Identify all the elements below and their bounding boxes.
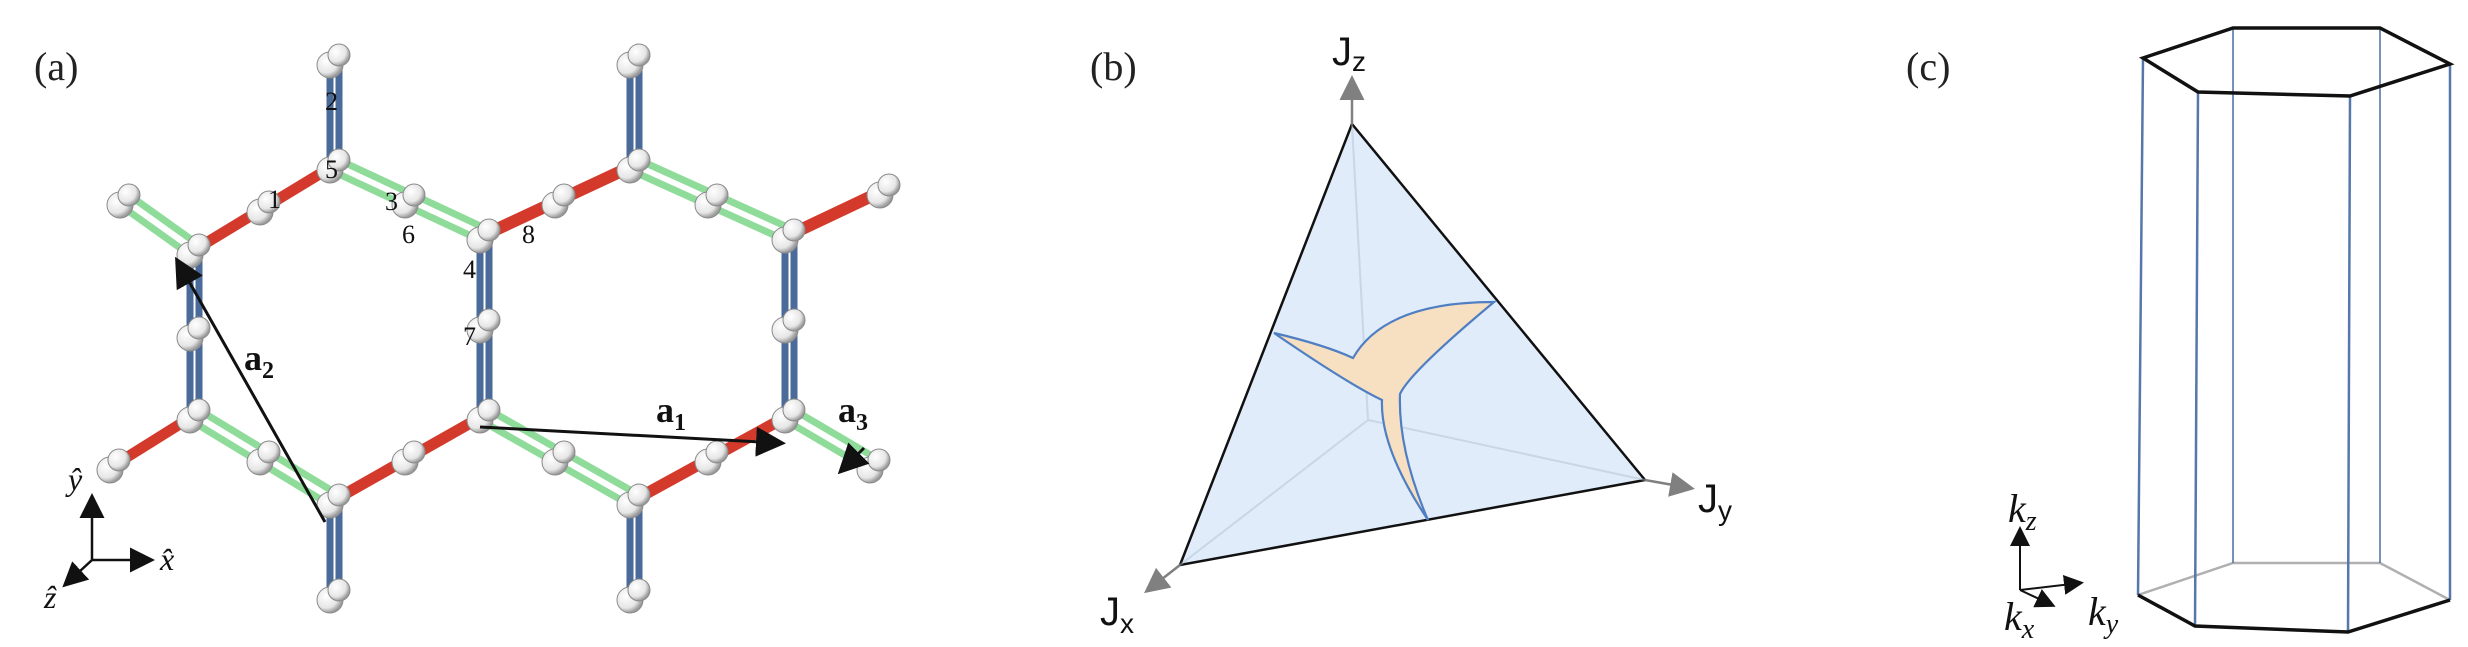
lattice-site	[477, 398, 501, 422]
site-number-7: 7	[463, 322, 476, 351]
vector-a3-arrow	[837, 442, 870, 475]
lattice-site	[782, 398, 806, 422]
panel-b-label: (b)	[1090, 44, 1137, 89]
ky-axis-label: ky	[2088, 589, 2119, 640]
lattice-atoms	[96, 43, 901, 614]
lattice-site	[782, 218, 806, 242]
lattice-site	[402, 440, 426, 464]
jy-axis-label: Jy	[1698, 477, 1732, 526]
vector-a1-arrow	[479, 425, 786, 457]
lattice-site	[477, 218, 501, 242]
jx-axis-arrow	[1144, 564, 1181, 594]
site-number-5: 5	[325, 155, 338, 184]
lattice-site	[867, 448, 891, 472]
lattice-site	[705, 440, 729, 464]
site-number-8: 8	[522, 220, 535, 249]
jx-axis-label: Jx	[1100, 590, 1134, 639]
kx-axis-label: kx	[2004, 594, 2035, 645]
lattice-site	[627, 578, 651, 602]
lattice-site	[187, 316, 211, 340]
jz-axis-label: Jz	[1332, 30, 1366, 77]
site-number-4: 4	[463, 255, 476, 284]
panel-a-label: (a)	[34, 44, 78, 89]
lattice-site	[257, 440, 281, 464]
lattice-site	[552, 183, 576, 207]
lattice-site	[327, 43, 351, 67]
prism-bottom-front-edges	[2137, 593, 2451, 634]
lattice-site	[257, 190, 281, 214]
prism-front-edges	[2136, 57, 2452, 633]
y-bond	[125, 191, 203, 249]
z-axis-arrow	[62, 559, 93, 588]
momentum-axes: kz ky kx	[2004, 486, 2119, 645]
ky-axis-arrow	[2019, 574, 2084, 595]
prism-hidden-edges	[2137, 28, 2451, 602]
panel-b: (b) Jz Jy Jx	[1090, 30, 1732, 639]
kx-axis-arrow	[2019, 589, 2056, 608]
prism-top-hexagon	[2138, 26, 2455, 98]
lattice-site	[552, 440, 576, 464]
lattice-site	[187, 233, 211, 257]
lattice-site	[877, 173, 901, 197]
lattice-site	[705, 183, 729, 207]
site-number-2: 2	[325, 87, 338, 116]
lattice-site	[782, 308, 806, 332]
lattice-site	[117, 183, 141, 207]
x-axis-label: x̂	[159, 541, 174, 577]
site-number-1: 1	[268, 185, 281, 214]
lattice-site	[187, 398, 211, 422]
site-number-3: 3	[385, 187, 398, 216]
lattice-vectors: a2 a1 a3	[175, 256, 870, 523]
lattice-site	[327, 483, 351, 507]
lattice-site	[627, 148, 651, 172]
vector-a2-label: a2	[244, 338, 274, 384]
panel-a: (a) 1 2 3 4 5 6 7 8 a2 a1 a3	[34, 43, 901, 615]
z-axis-label: ẑ	[43, 579, 57, 615]
vector-a1-label: a1	[656, 390, 686, 436]
kz-axis-label: kz	[2008, 486, 2037, 537]
y-axis-label: ŷ	[65, 461, 83, 497]
lattice-site	[107, 448, 131, 472]
lattice-site	[327, 578, 351, 602]
lattice-site	[402, 183, 426, 207]
site-number-6: 6	[402, 220, 415, 249]
vector-a2-arrow	[175, 256, 327, 523]
y-bond	[116, 201, 194, 259]
panel-c: (c) kz ky kx	[1906, 26, 2455, 645]
jy-axis-arrow	[1644, 472, 1695, 497]
vector-a3-label: a3	[838, 390, 868, 436]
lattice-site	[627, 483, 651, 507]
site-numbers: 1 2 3 4 5 6 7 8	[268, 87, 535, 351]
gapless-phase-region	[1273, 300, 1498, 521]
panel-c-label: (c)	[1906, 44, 1950, 89]
lattice-site	[327, 148, 351, 172]
real-space-axes: ŷ x̂ ẑ	[43, 461, 174, 615]
lattice-site	[477, 308, 501, 332]
lattice-site	[627, 43, 651, 67]
